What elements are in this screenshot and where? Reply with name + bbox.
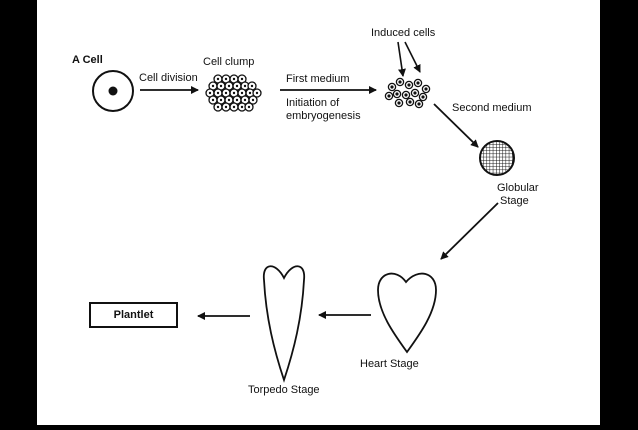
induced-cell <box>384 91 394 101</box>
induced-cell <box>405 97 415 107</box>
induced-cells-label: Induced cells <box>371 27 436 39</box>
clump-cell <box>244 102 254 112</box>
clump-cell <box>229 102 239 112</box>
initiation-label-line1: Initiation of <box>286 97 340 109</box>
induced-cell <box>410 88 420 98</box>
cell-clump-label: Cell clump <box>203 56 255 68</box>
white-canvas <box>37 0 600 425</box>
induced-cell <box>414 99 424 109</box>
a-cell-label: A Cell <box>72 54 103 66</box>
first-medium-label: First medium <box>286 73 350 85</box>
induced-cell <box>395 77 405 87</box>
initiation-label-line2: embryogenesis <box>286 110 361 122</box>
induced-cell <box>387 82 397 92</box>
induced-cell <box>392 89 402 99</box>
induced-arrow-left <box>397 41 406 77</box>
clump-cell <box>252 88 262 98</box>
cell-clump <box>205 74 262 112</box>
heart-stage-label: Heart Stage <box>360 358 419 370</box>
induced-cell <box>404 80 414 90</box>
clump-cell <box>213 102 223 112</box>
clump-cell <box>248 95 258 105</box>
second-medium-label: Second medium <box>452 102 532 114</box>
globular-label-line2: Stage <box>500 195 529 207</box>
plantlet-label: Plantlet <box>113 309 154 321</box>
globular-embryo <box>479 140 515 176</box>
induced-arrow-right <box>404 41 421 73</box>
induced-cell <box>418 92 428 102</box>
induced-cells-cluster <box>384 77 431 109</box>
clump-cell <box>221 102 231 112</box>
globular-to-heart-arrow <box>440 202 499 260</box>
cell-division-label: Cell division <box>139 72 198 84</box>
second-medium-arrow <box>433 103 479 148</box>
clump-cell <box>208 95 218 105</box>
plantlet-box: Plantlet <box>89 302 178 328</box>
torpedo-embryo <box>263 265 305 383</box>
induced-cell <box>413 78 423 88</box>
induced-cell <box>421 84 431 94</box>
globular-label-line1: Globular <box>497 182 539 194</box>
induced-cell <box>401 90 411 100</box>
clump-cell <box>237 74 247 84</box>
clump-cell <box>237 102 247 112</box>
induced-cell <box>394 98 404 108</box>
torpedo-stage-label: Torpedo Stage <box>248 384 320 396</box>
single-cell <box>92 70 134 112</box>
heart-embryo <box>377 272 437 354</box>
